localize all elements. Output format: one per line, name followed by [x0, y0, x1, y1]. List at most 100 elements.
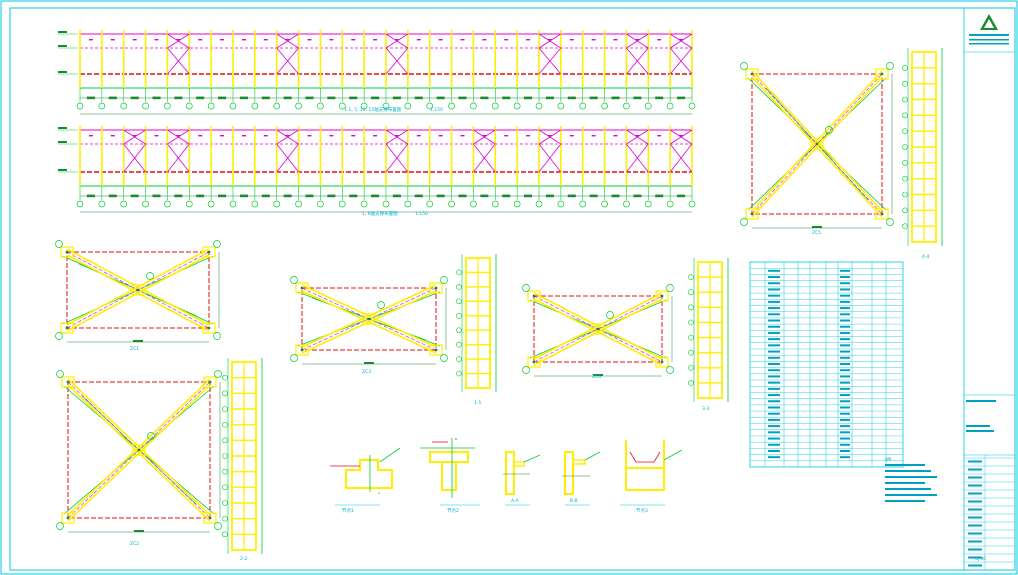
callout-bubble	[213, 240, 221, 248]
table-cell-text	[768, 331, 780, 334]
brace-detail-zc1	[55, 240, 221, 343]
callout-bubble	[688, 334, 694, 341]
dimension-text	[480, 194, 489, 198]
callout-bubble	[902, 112, 908, 119]
dimension-text	[371, 194, 380, 198]
grid-bubble	[448, 102, 455, 110]
table-cell-text	[840, 282, 850, 285]
bolt	[815, 142, 819, 146]
bolt	[880, 72, 884, 76]
grid-bubble	[76, 200, 84, 208]
bolt	[207, 250, 211, 254]
section-a-a: A-A	[503, 451, 541, 506]
member-label	[329, 135, 334, 137]
callout-bubble	[56, 370, 64, 378]
zc2-caption: ZC2	[130, 541, 139, 547]
grid-bubble	[644, 102, 652, 110]
table-cell-text	[840, 276, 850, 279]
dimension-text	[480, 96, 489, 100]
table-cell-text	[768, 456, 780, 459]
member-label	[285, 135, 290, 137]
grid-bubble	[623, 102, 630, 110]
callout-bubble	[456, 327, 462, 334]
member-label	[460, 39, 465, 41]
gusset-plate	[591, 323, 605, 335]
table-cell-text	[840, 307, 850, 310]
table-cell-text	[768, 356, 780, 359]
brace	[276, 47, 299, 75]
table-cell-text	[768, 288, 780, 291]
dimension-text	[86, 96, 95, 100]
callout-bubble	[902, 144, 908, 150]
note-line	[885, 476, 937, 478]
member-label	[394, 39, 399, 41]
dimension-text	[414, 96, 423, 100]
callout-bubble	[456, 284, 462, 290]
member-label	[569, 135, 574, 137]
table-cell-text	[768, 307, 780, 310]
bolt	[532, 360, 536, 364]
elevation-1	[58, 30, 696, 115]
dimension-text	[327, 194, 336, 198]
brace	[473, 129, 496, 145]
callout-bubble	[688, 274, 694, 280]
node-2-marker: B	[455, 437, 457, 441]
gusset-plate	[429, 282, 443, 294]
grid-bubble	[404, 200, 412, 208]
table-cell-text	[840, 456, 850, 459]
brace	[123, 129, 146, 145]
gusset-plate	[61, 512, 75, 524]
gusset-plate	[810, 138, 824, 150]
member-label	[154, 135, 159, 137]
gusset-plate	[745, 208, 759, 220]
section-1-caption: 1-1	[474, 400, 481, 406]
callout-bubble	[902, 128, 908, 134]
brace-band	[533, 298, 663, 366]
dimension-text	[305, 194, 314, 198]
section-b-b-caption: B-B	[570, 498, 578, 504]
grid-bubble	[360, 200, 368, 208]
dimension-text	[134, 530, 144, 532]
grid-bubble	[164, 102, 171, 110]
zc5-caption: ZC5	[812, 230, 821, 236]
grid-bubble	[535, 102, 543, 110]
dimension-text	[392, 96, 401, 100]
brace	[385, 129, 409, 145]
brace	[276, 33, 299, 49]
grid-bubble	[338, 200, 346, 208]
callout-bubble	[522, 366, 530, 374]
member-label	[285, 39, 290, 41]
member-label	[635, 39, 640, 41]
brace	[669, 33, 693, 49]
member-label	[416, 135, 421, 137]
brace-detail-zc4	[522, 284, 674, 377]
member-label	[547, 39, 552, 41]
dimension-text	[611, 96, 620, 100]
title-block: GJ-06	[963, 7, 1016, 571]
member-label	[591, 135, 596, 137]
callout-bubble	[222, 421, 228, 428]
gusset-plate	[61, 376, 75, 388]
elevation-1-scale: 1:150	[430, 107, 443, 113]
dimension-text	[677, 194, 686, 198]
grid-bubble	[535, 200, 543, 208]
callout-bubble	[146, 272, 154, 280]
grid-bubble	[207, 102, 215, 110]
table-cell-text	[768, 443, 780, 446]
bolt	[660, 294, 664, 298]
grid-bubble	[491, 102, 499, 110]
gusset-plate	[60, 322, 74, 334]
node-detail-2: B 节点2	[420, 437, 480, 514]
node-details: A 节点1 B 节点2 A-A	[330, 437, 683, 514]
grid-bubble	[557, 102, 565, 110]
brace-detail-zc2	[56, 370, 222, 533]
table-cell-text	[840, 406, 850, 409]
callout-bubble	[902, 175, 908, 182]
brace	[669, 129, 693, 145]
bolt	[66, 380, 70, 384]
grid-bubble	[644, 200, 652, 208]
table-cell-text	[840, 288, 850, 291]
node-1-caption: 节点1	[342, 508, 354, 514]
table-cell-text	[840, 449, 850, 452]
